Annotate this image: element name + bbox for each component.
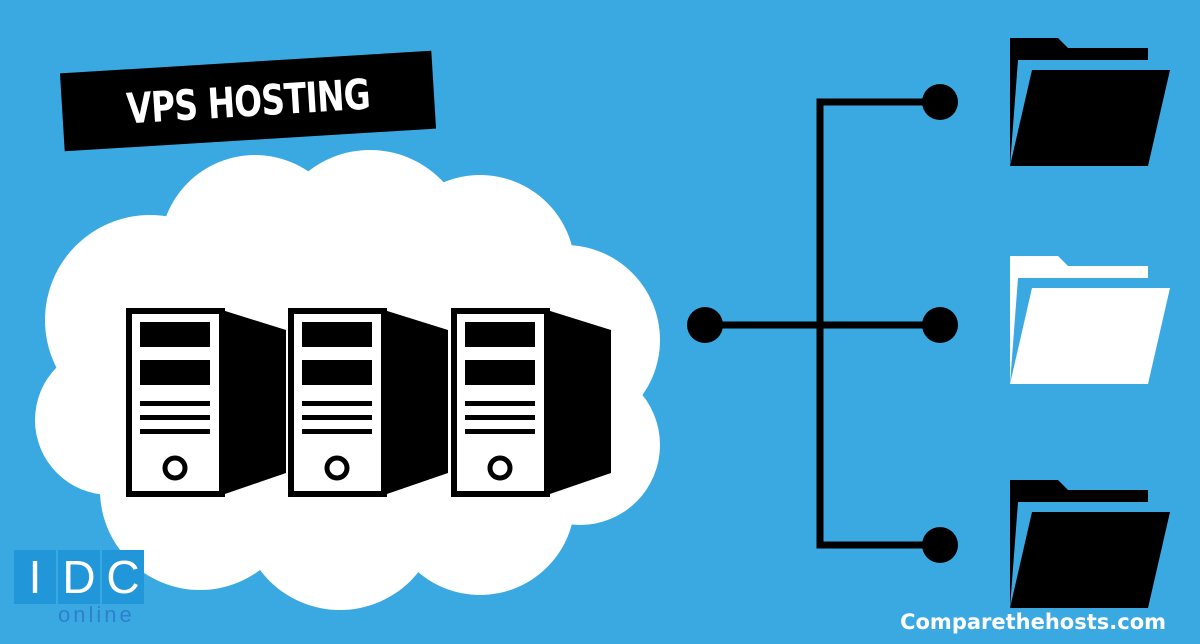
folder-icon	[1010, 38, 1170, 166]
network-connector	[705, 98, 940, 549]
page-title: VPS HOSTING	[124, 69, 372, 133]
connector-node-middle	[922, 307, 958, 343]
idc-logo: I D C online	[14, 550, 154, 634]
idc-logo-letter-d: D	[58, 550, 100, 604]
server-icon	[288, 308, 448, 497]
server-icon	[126, 308, 286, 497]
source-credit: Comparethehosts.com	[900, 610, 1166, 634]
idc-logo-letter-c: C	[102, 550, 144, 604]
connector-node-top	[922, 84, 958, 120]
connector-node-bottom	[922, 527, 958, 563]
folder-icon	[1010, 256, 1170, 384]
server-icon	[451, 308, 611, 497]
idc-logo-subtext: online	[58, 602, 135, 627]
idc-logo-letter-i: I	[14, 550, 56, 604]
connector-node-source	[687, 307, 723, 343]
idc-logo-letters: I D C	[14, 550, 146, 604]
connector-nodes	[687, 84, 958, 563]
folder-icon	[1010, 480, 1170, 608]
